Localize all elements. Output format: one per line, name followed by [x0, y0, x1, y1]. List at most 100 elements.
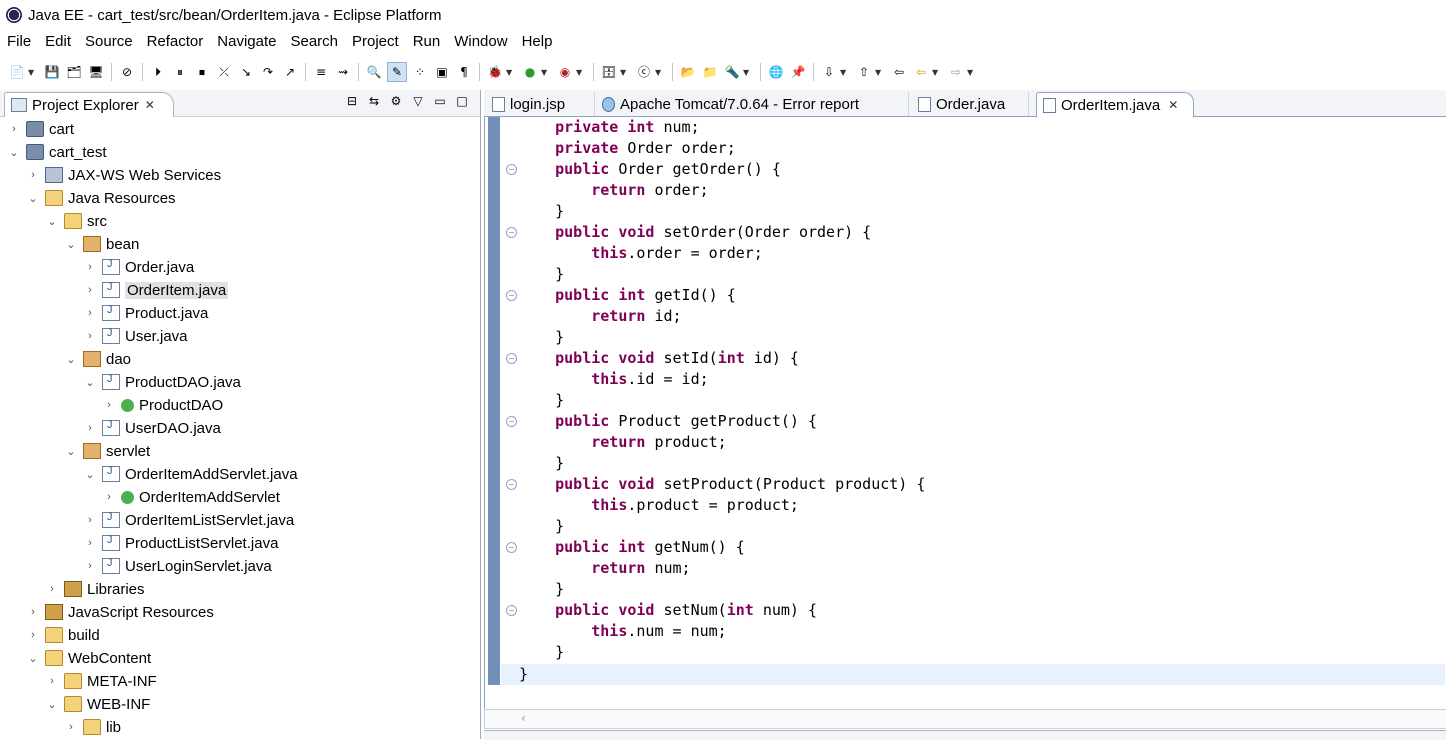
tree-item-userdao-java[interactable]: ›UserDAO.java: [84, 417, 221, 439]
scroll-left-icon[interactable]: ‹: [521, 711, 526, 725]
expand-arrow-icon[interactable]: ›: [88, 261, 92, 273]
expand-arrow-icon[interactable]: ›: [107, 491, 111, 503]
tree-item-meta-inf[interactable]: ›META-INF: [46, 670, 157, 692]
save-all-icon[interactable]: 🗂: [66, 65, 82, 79]
open-type-icon[interactable]: 🔍: [366, 65, 382, 79]
menu-window[interactable]: Window: [454, 33, 508, 50]
new-icon[interactable]: 📄: [9, 65, 25, 79]
resume-icon[interactable]: ⏵: [154, 65, 161, 79]
menu-navigate[interactable]: Navigate: [217, 33, 277, 50]
step-return-icon[interactable]: ↗: [284, 65, 296, 79]
collapse-arrow-icon[interactable]: ⌄: [28, 192, 38, 205]
run-icon[interactable]: ●: [524, 65, 536, 79]
tree-item-dao[interactable]: ⌄dao: [66, 350, 132, 368]
close-icon[interactable]: ✕: [144, 98, 155, 112]
open-folder-icon[interactable]: 📁: [702, 65, 718, 79]
suspend-icon[interactable]: ⏸: [176, 65, 183, 79]
expand-arrow-icon[interactable]: ›: [88, 560, 92, 572]
search-icon[interactable]: 🔦: [724, 65, 740, 79]
tab-tomcat-error-report[interactable]: Apache Tomcat/7.0.64 - Error report: [596, 92, 909, 116]
skip-breakpoints-icon[interactable]: ⊘: [121, 65, 133, 79]
expand-arrow-icon[interactable]: ›: [88, 307, 92, 319]
back-dropdown-icon[interactable]: ▼: [932, 67, 939, 77]
tab-login-jsp[interactable]: login.jsp: [486, 92, 595, 116]
step-over-icon[interactable]: ↷: [262, 65, 274, 79]
previous-annotation-dropdown-icon[interactable]: ▼: [875, 67, 882, 77]
tree-item-productdao-class[interactable]: ›ProductDAO: [103, 394, 223, 416]
expand-arrow-icon[interactable]: ›: [88, 422, 92, 434]
debug-dropdown-icon[interactable]: ▼: [506, 67, 513, 77]
horizontal-scrollbar[interactable]: ‹: [484, 709, 1446, 729]
toggle-breadcrumb-icon[interactable]: ⁘: [414, 65, 426, 79]
collapse-arrow-icon[interactable]: ⌄: [66, 353, 76, 366]
tree-item-orderitemaddservlet-java[interactable]: ⌄OrderItemAddServlet.java: [84, 463, 297, 485]
search-dropdown-icon[interactable]: ▼: [743, 67, 750, 77]
debug-icon[interactable]: 🐞: [487, 65, 503, 79]
tab-orderitem-java[interactable]: OrderItem.java ✕: [1036, 92, 1194, 118]
external-tools-icon[interactable]: ◉: [559, 65, 571, 79]
console-icon[interactable]: 🖥: [88, 65, 104, 79]
collapse-arrow-icon[interactable]: ⌄: [66, 445, 76, 458]
tree-item-productdao-java[interactable]: ⌄ProductDAO.java: [84, 371, 241, 393]
fold-toggle-icon[interactable]: −: [506, 227, 517, 238]
use-step-filters-icon[interactable]: ⇝: [337, 65, 349, 79]
fold-toggle-icon[interactable]: −: [506, 479, 517, 490]
fold-toggle-icon[interactable]: −: [506, 416, 517, 427]
collapse-arrow-icon[interactable]: ⌄: [85, 376, 95, 389]
tree-item-libraries[interactable]: ›Libraries: [46, 578, 144, 600]
expand-arrow-icon[interactable]: ›: [107, 399, 111, 411]
tree-item-orderitemaddservlet-class[interactable]: ›OrderItemAddServlet: [103, 486, 280, 508]
collapse-arrow-icon[interactable]: ⌄: [47, 215, 57, 228]
previous-annotation-icon[interactable]: ⇧: [858, 65, 870, 79]
last-edit-location-icon[interactable]: ⇦: [893, 65, 905, 79]
new-server-dropdown-icon[interactable]: ▼: [620, 67, 627, 77]
new-class-icon[interactable]: ⓒ: [637, 65, 650, 79]
fold-toggle-icon[interactable]: −: [506, 353, 517, 364]
collapse-arrow-icon[interactable]: ⌄: [47, 698, 57, 711]
drop-to-frame-icon[interactable]: ≡: [315, 65, 327, 79]
collapse-arrow-icon[interactable]: ⌄: [66, 238, 76, 251]
menu-project[interactable]: Project: [352, 33, 399, 50]
tree-item-jax-ws[interactable]: ›JAX-WS Web Services: [27, 164, 221, 186]
expand-arrow-icon[interactable]: ›: [50, 583, 54, 595]
tree-item-lib[interactable]: ›lib: [65, 716, 121, 738]
disconnect-icon[interactable]: ⤫: [219, 65, 229, 79]
link-with-editor-icon[interactable]: ⇆: [368, 94, 380, 108]
menu-refactor[interactable]: Refactor: [146, 33, 204, 50]
maximize-icon[interactable]: □: [456, 94, 468, 108]
external-tools-dropdown-icon[interactable]: ▼: [576, 67, 583, 77]
menu-help[interactable]: Help: [521, 33, 553, 50]
forward-dropdown-icon[interactable]: ▼: [967, 67, 974, 77]
tree-item-javascript-resources[interactable]: ›JavaScript Resources: [27, 601, 214, 623]
collapse-arrow-icon[interactable]: ⌄: [28, 652, 38, 665]
terminate-icon[interactable]: ⏹: [198, 65, 205, 79]
menu-search[interactable]: Search: [290, 33, 338, 50]
expand-arrow-icon[interactable]: ›: [31, 169, 35, 181]
tree-item-web-inf[interactable]: ⌄WEB-INF: [47, 695, 151, 713]
fold-toggle-icon[interactable]: −: [506, 542, 517, 553]
tree-item-java-resources[interactable]: ⌄Java Resources: [28, 189, 176, 207]
expand-arrow-icon[interactable]: ›: [31, 629, 35, 641]
new-server-icon[interactable]: 🗄: [601, 65, 617, 79]
new-dropdown-icon[interactable]: ▼: [28, 67, 35, 77]
fold-toggle-icon[interactable]: −: [506, 290, 517, 301]
collapse-arrow-icon[interactable]: ⌄: [9, 146, 19, 159]
tree-item-servlet[interactable]: ⌄servlet: [66, 442, 151, 460]
tree-item-bean[interactable]: ⌄bean: [66, 235, 140, 253]
save-icon[interactable]: 💾: [44, 65, 60, 79]
tab-order-java[interactable]: Order.java: [912, 92, 1029, 116]
tree-item-order-java[interactable]: ›Order.java: [84, 256, 194, 278]
code-editor[interactable]: − − − − − − − − private int num; private…: [484, 117, 1446, 709]
new-class-dropdown-icon[interactable]: ▼: [655, 67, 662, 77]
block-selection-icon[interactable]: ▣: [436, 65, 448, 79]
next-annotation-icon[interactable]: ⇩: [823, 65, 835, 79]
tree-item-user-java[interactable]: ›User.java: [84, 325, 187, 347]
expand-arrow-icon[interactable]: ›: [88, 284, 92, 296]
toggle-mark-occurrences-icon[interactable]: ✎: [387, 62, 407, 82]
view-menu-icon[interactable]: ▽: [413, 94, 423, 108]
collapse-arrow-icon[interactable]: ⌄: [85, 468, 95, 481]
expand-arrow-icon[interactable]: ›: [88, 514, 92, 526]
fold-toggle-icon[interactable]: −: [506, 164, 517, 175]
show-whitespace-icon[interactable]: ¶: [460, 65, 468, 79]
tree-item-cart[interactable]: ›cart: [8, 118, 74, 140]
